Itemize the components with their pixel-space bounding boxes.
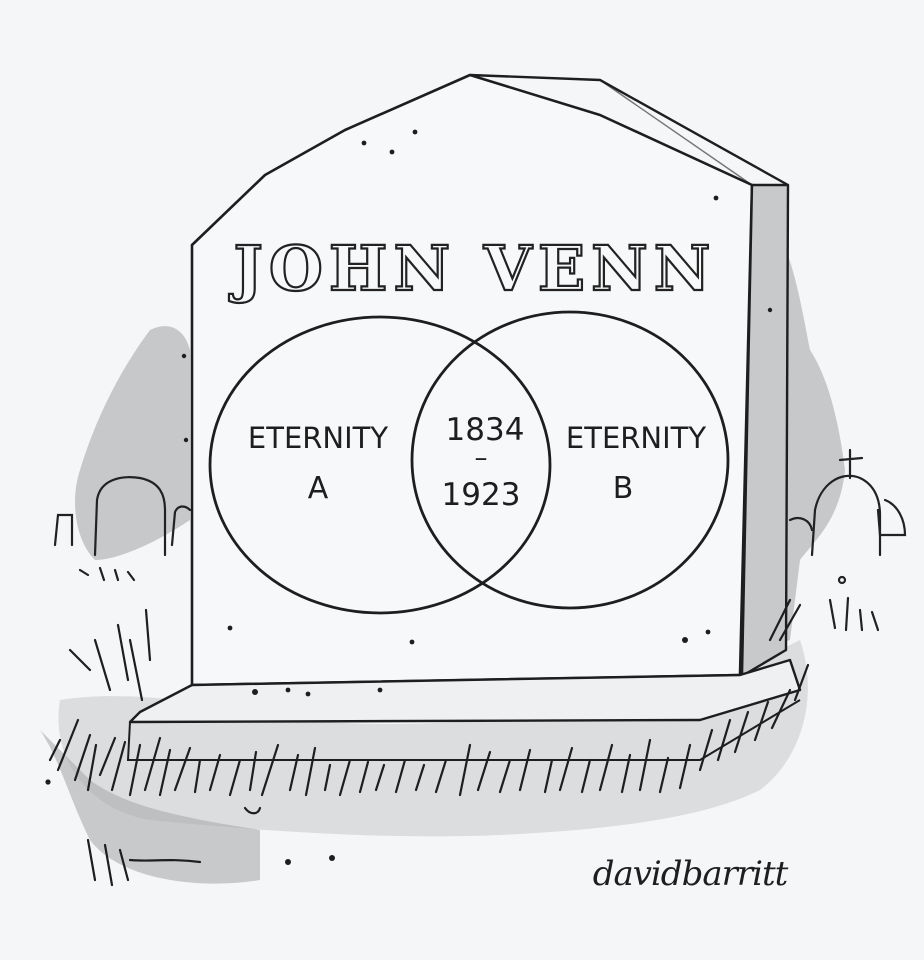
venn-circle-left — [208, 315, 552, 615]
venn-diagram — [208, 310, 730, 615]
venn-center-birth-year: 1834 — [446, 412, 525, 448]
ground-dots — [45, 779, 335, 865]
background-grave-left — [53, 476, 192, 582]
venn-left-label-line1: ETERNITY — [248, 421, 388, 455]
venn-circle-right — [410, 310, 730, 610]
grass — [48, 598, 810, 887]
venn-right-label-line2: B — [613, 471, 634, 506]
venn-left-label-line2: A — [308, 471, 329, 506]
venn-center-death-year: 1923 — [442, 477, 521, 513]
headstone-name: JOHN VENN — [229, 232, 717, 305]
venn-right-label-line1: ETERNITY — [566, 421, 706, 455]
background-grave-right — [788, 448, 907, 632]
artist-signature: davidbarritt — [593, 854, 789, 894]
ground-shadow — [40, 730, 260, 884]
headstone — [126, 73, 802, 761]
venn-center-dash: – — [475, 443, 488, 473]
